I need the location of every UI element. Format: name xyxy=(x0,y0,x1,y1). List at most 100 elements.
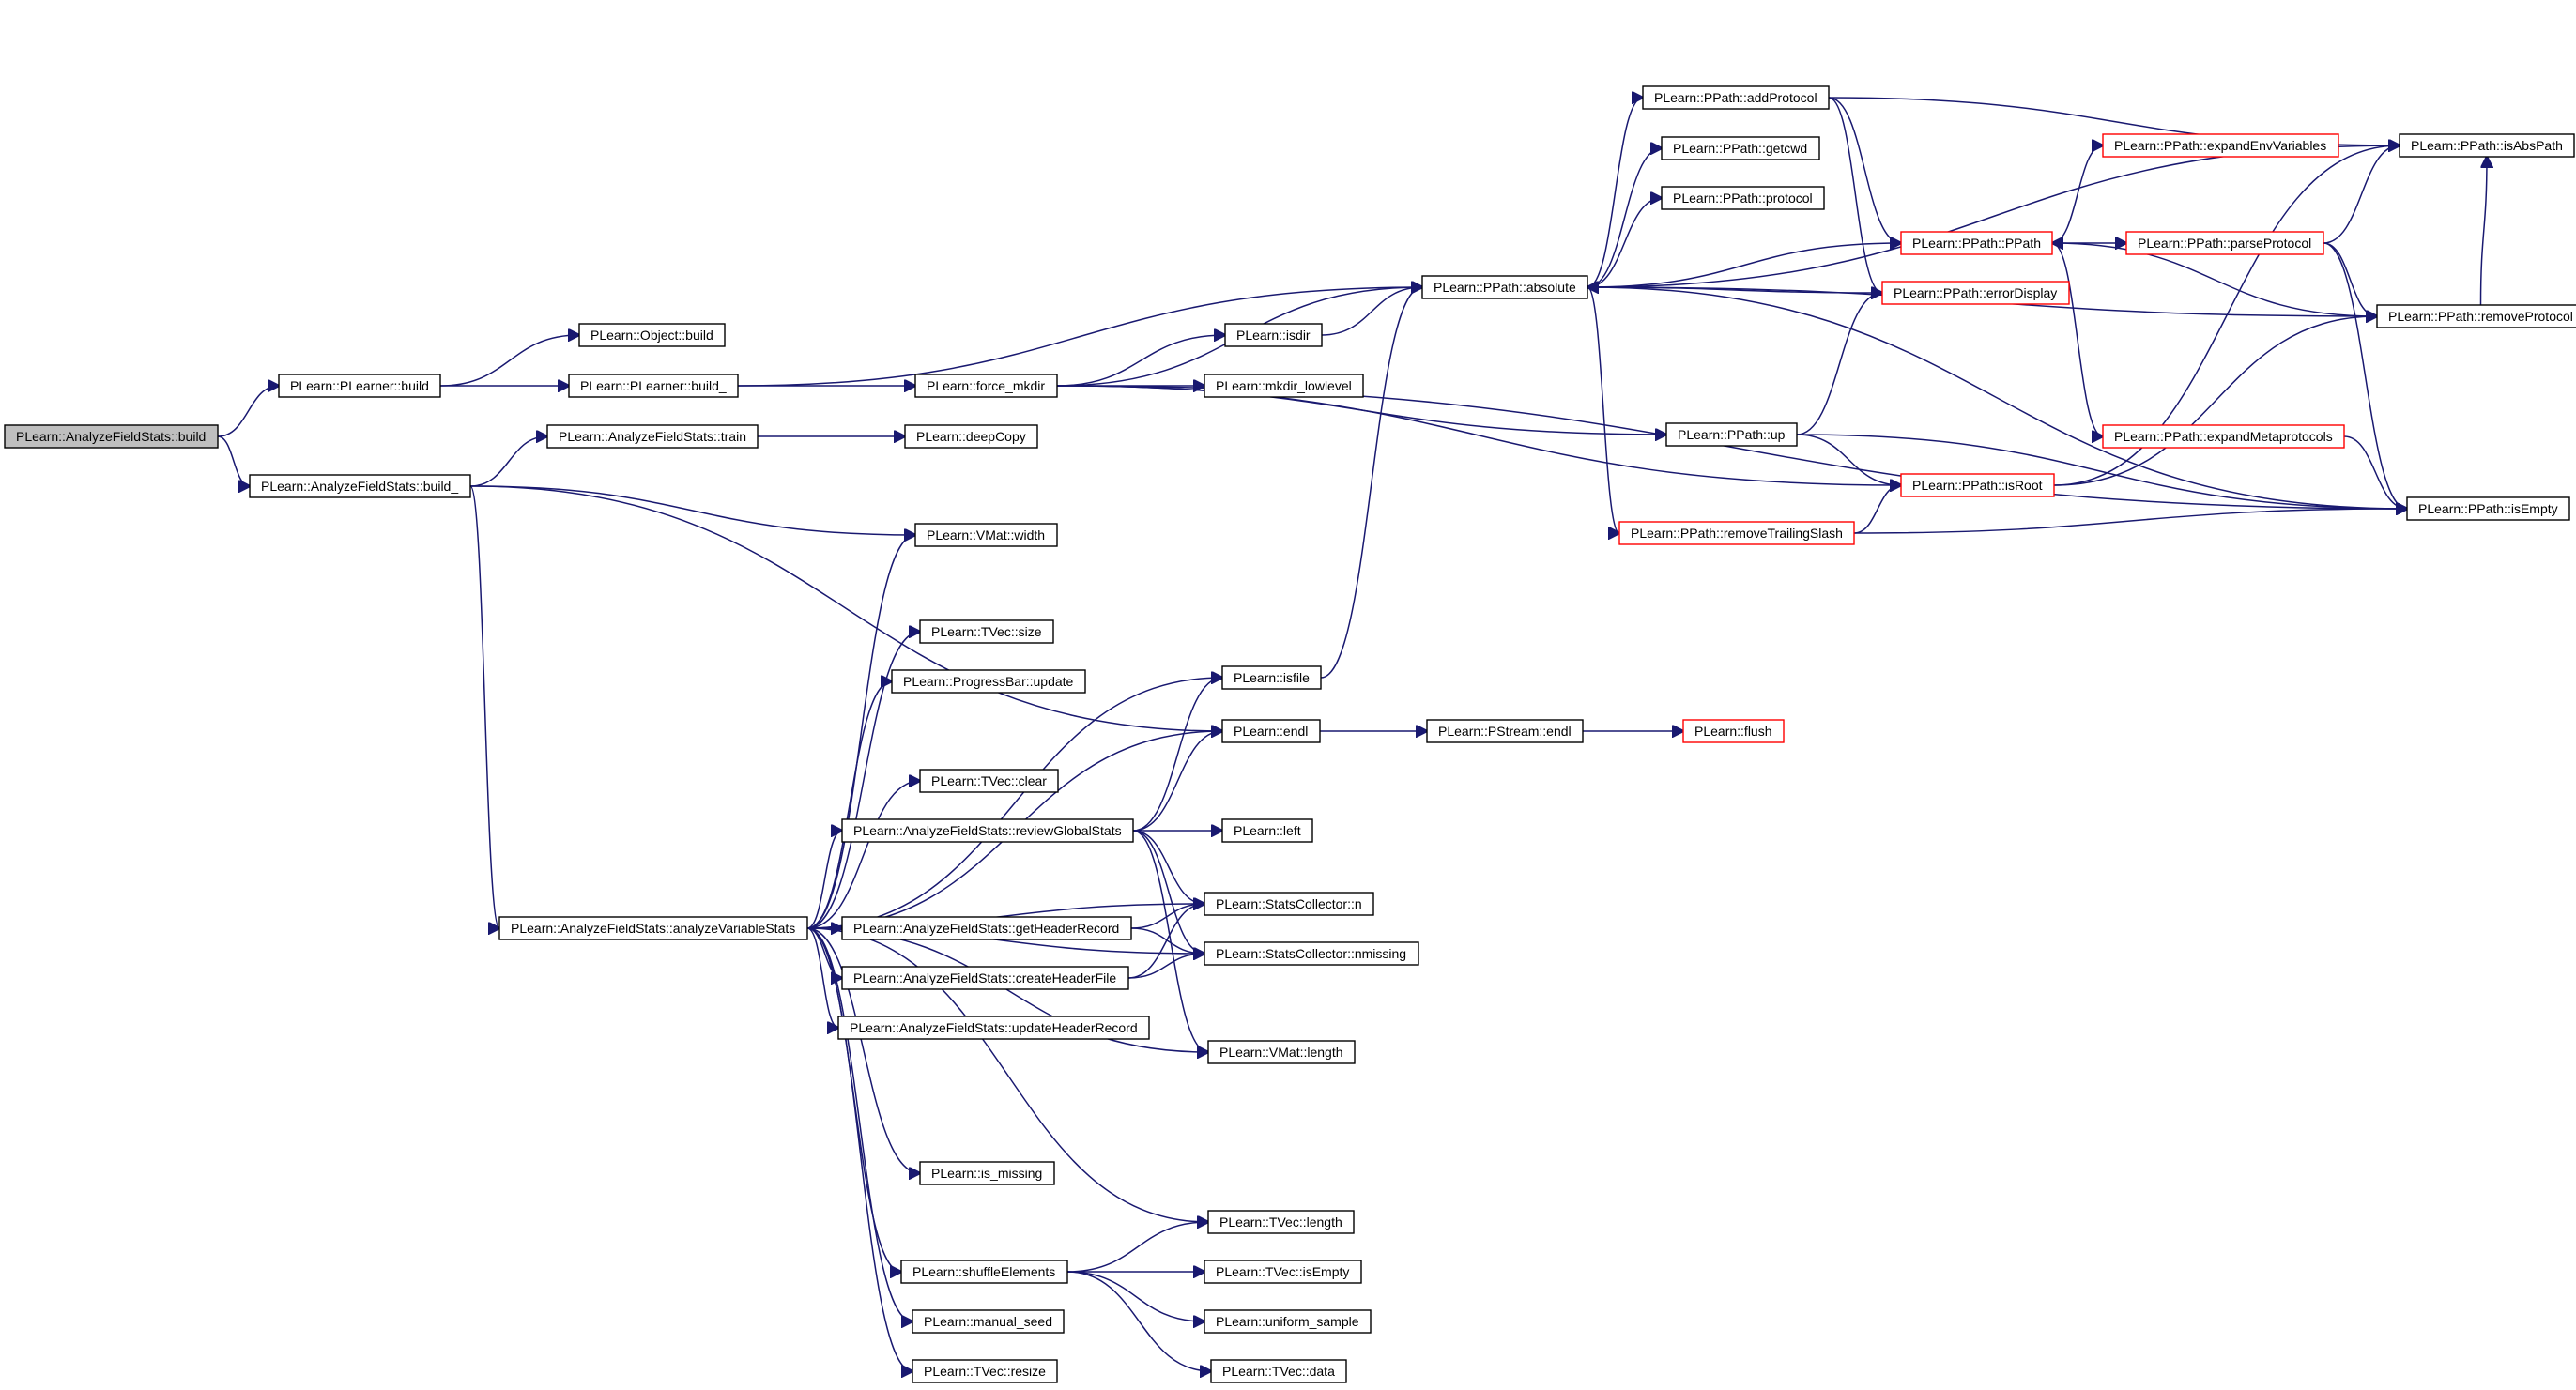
graph-node[interactable]: PLearn::PPath::expandEnvVariables xyxy=(2102,133,2339,158)
node-box[interactable] xyxy=(1900,231,2053,255)
graph-node[interactable]: PLearn::TVec::resize xyxy=(912,1359,1058,1383)
node-box[interactable] xyxy=(2406,496,2570,521)
node-box[interactable] xyxy=(904,424,1038,449)
node-box[interactable] xyxy=(1221,719,1321,743)
graph-node[interactable]: PLearn::left xyxy=(1221,818,1313,843)
graph-node[interactable]: PLearn::PLearner::build_ xyxy=(568,374,739,398)
node-box[interactable] xyxy=(837,1016,1150,1040)
node-box[interactable] xyxy=(2376,304,2576,328)
graph-node[interactable]: PLearn::flush xyxy=(1682,719,1785,743)
node-box[interactable] xyxy=(1204,892,1374,916)
graph-node[interactable]: PLearn::PPath::protocol xyxy=(1661,186,1825,210)
graph-node[interactable]: PLearn::mkdir_lowlevel xyxy=(1204,374,1364,398)
node-box[interactable] xyxy=(1881,281,2070,305)
graph-node[interactable]: PLearn::PPath::up xyxy=(1665,422,1798,447)
graph-node[interactable]: PLearn::TVec::clear xyxy=(919,769,1059,793)
node-box[interactable] xyxy=(841,818,1134,843)
node-box[interactable] xyxy=(249,474,471,498)
graph-node[interactable]: PLearn::shuffleElements xyxy=(900,1260,1068,1284)
graph-node[interactable]: PLearn::TVec::isEmpty xyxy=(1204,1260,1362,1284)
graph-node[interactable]: PLearn::PPath::addProtocol xyxy=(1642,85,1830,110)
graph-node[interactable]: PLearn::PStream::endl xyxy=(1426,719,1584,743)
node-box[interactable] xyxy=(498,916,808,940)
node-box[interactable] xyxy=(1204,941,1419,966)
graph-node[interactable]: PLearn::TVec::length xyxy=(1207,1210,1355,1234)
graph-node[interactable]: PLearn::VMat::width xyxy=(914,523,1058,547)
graph-node[interactable]: PLearn::PPath::isEmpty xyxy=(2406,496,2570,521)
node-box[interactable] xyxy=(4,424,219,449)
graph-node[interactable]: PLearn::AnalyzeFieldStats::train xyxy=(546,424,759,449)
graph-node[interactable]: PLearn::TVec::size xyxy=(919,619,1054,644)
node-box[interactable] xyxy=(1204,1260,1362,1284)
graph-node[interactable]: PLearn::PPath::errorDisplay xyxy=(1881,281,2070,305)
node-box[interactable] xyxy=(1204,374,1364,398)
node-box[interactable] xyxy=(578,323,726,347)
graph-node[interactable]: PLearn::PPath::removeProtocol xyxy=(2376,304,2576,328)
graph-node[interactable]: PLearn::manual_seed xyxy=(912,1309,1065,1334)
graph-node[interactable]: PLearn::PPath::removeTrailingSlash xyxy=(1618,521,1855,545)
node-box[interactable] xyxy=(919,769,1059,793)
graph-node[interactable]: PLearn::deepCopy xyxy=(904,424,1038,449)
node-box[interactable] xyxy=(891,669,1086,694)
node-box[interactable] xyxy=(1661,186,1825,210)
graph-node[interactable]: PLearn::PPath::absolute xyxy=(1421,275,1588,299)
node-box[interactable] xyxy=(546,424,759,449)
node-box[interactable] xyxy=(2125,231,2324,255)
node-box[interactable] xyxy=(914,374,1058,398)
graph-node[interactable]: PLearn::force_mkdir xyxy=(914,374,1058,398)
graph-node[interactable]: PLearn::PPath::parseProtocol xyxy=(2125,231,2324,255)
node-box[interactable] xyxy=(1682,719,1785,743)
graph-node[interactable]: PLearn::AnalyzeFieldStats::build xyxy=(4,424,219,449)
graph-node[interactable]: PLearn::isdir xyxy=(1224,323,1323,347)
node-box[interactable] xyxy=(1221,818,1313,843)
node-box[interactable] xyxy=(912,1359,1058,1383)
graph-node[interactable]: PLearn::StatsCollector::nmissing xyxy=(1204,941,1419,966)
graph-node[interactable]: PLearn::AnalyzeFieldStats::getHeaderReco… xyxy=(841,916,1132,940)
node-box[interactable] xyxy=(1618,521,1855,545)
graph-node[interactable]: PLearn::PPath::PPath xyxy=(1900,231,2053,255)
node-box[interactable] xyxy=(1661,136,1820,160)
node-box[interactable] xyxy=(900,1260,1068,1284)
graph-node[interactable]: PLearn::AnalyzeFieldStats::build_ xyxy=(249,474,471,498)
graph-node[interactable]: PLearn::AnalyzeFieldStats::createHeaderF… xyxy=(841,966,1129,990)
graph-node[interactable]: PLearn::PPath::getcwd xyxy=(1661,136,1820,160)
graph-node[interactable]: PLearn::isfile xyxy=(1221,665,1322,690)
graph-node[interactable]: PLearn::AnalyzeFieldStats::updateHeaderR… xyxy=(837,1016,1150,1040)
node-box[interactable] xyxy=(568,374,739,398)
graph-node[interactable]: PLearn::uniform_sample xyxy=(1204,1309,1372,1334)
node-box[interactable] xyxy=(1210,1359,1347,1383)
node-box[interactable] xyxy=(2102,133,2339,158)
node-box[interactable] xyxy=(912,1309,1065,1334)
graph-node[interactable]: PLearn::Object::build xyxy=(578,323,726,347)
graph-node[interactable]: PLearn::AnalyzeFieldStats::analyzeVariab… xyxy=(498,916,808,940)
graph-node[interactable]: PLearn::ProgressBar::update xyxy=(891,669,1086,694)
node-box[interactable] xyxy=(1642,85,1830,110)
graph-node[interactable]: PLearn::PLearner::build xyxy=(278,374,441,398)
node-box[interactable] xyxy=(1204,1309,1372,1334)
graph-node[interactable]: PLearn::VMat::length xyxy=(1207,1040,1356,1064)
node-box[interactable] xyxy=(2102,424,2345,449)
node-box[interactable] xyxy=(1224,323,1323,347)
graph-node[interactable]: PLearn::TVec::data xyxy=(1210,1359,1347,1383)
node-box[interactable] xyxy=(1207,1040,1356,1064)
graph-node[interactable]: PLearn::endl xyxy=(1221,719,1321,743)
node-box[interactable] xyxy=(1426,719,1584,743)
node-box[interactable] xyxy=(919,619,1054,644)
graph-node[interactable]: PLearn::PPath::isRoot xyxy=(1900,473,2055,497)
node-box[interactable] xyxy=(1221,665,1322,690)
graph-node[interactable]: PLearn::PPath::isAbsPath xyxy=(2399,133,2575,158)
node-box[interactable] xyxy=(841,966,1129,990)
node-box[interactable] xyxy=(1900,473,2055,497)
node-box[interactable] xyxy=(919,1161,1055,1185)
graph-node[interactable]: PLearn::AnalyzeFieldStats::reviewGlobalS… xyxy=(841,818,1134,843)
graph-node[interactable]: PLearn::StatsCollector::n xyxy=(1204,892,1374,916)
node-box[interactable] xyxy=(1665,422,1798,447)
graph-node[interactable]: PLearn::PPath::expandMetaprotocols xyxy=(2102,424,2345,449)
node-box[interactable] xyxy=(278,374,441,398)
node-box[interactable] xyxy=(841,916,1132,940)
graph-node[interactable]: PLearn::is_missing xyxy=(919,1161,1055,1185)
node-box[interactable] xyxy=(2399,133,2575,158)
node-box[interactable] xyxy=(1207,1210,1355,1234)
node-box[interactable] xyxy=(914,523,1058,547)
node-box[interactable] xyxy=(1421,275,1588,299)
